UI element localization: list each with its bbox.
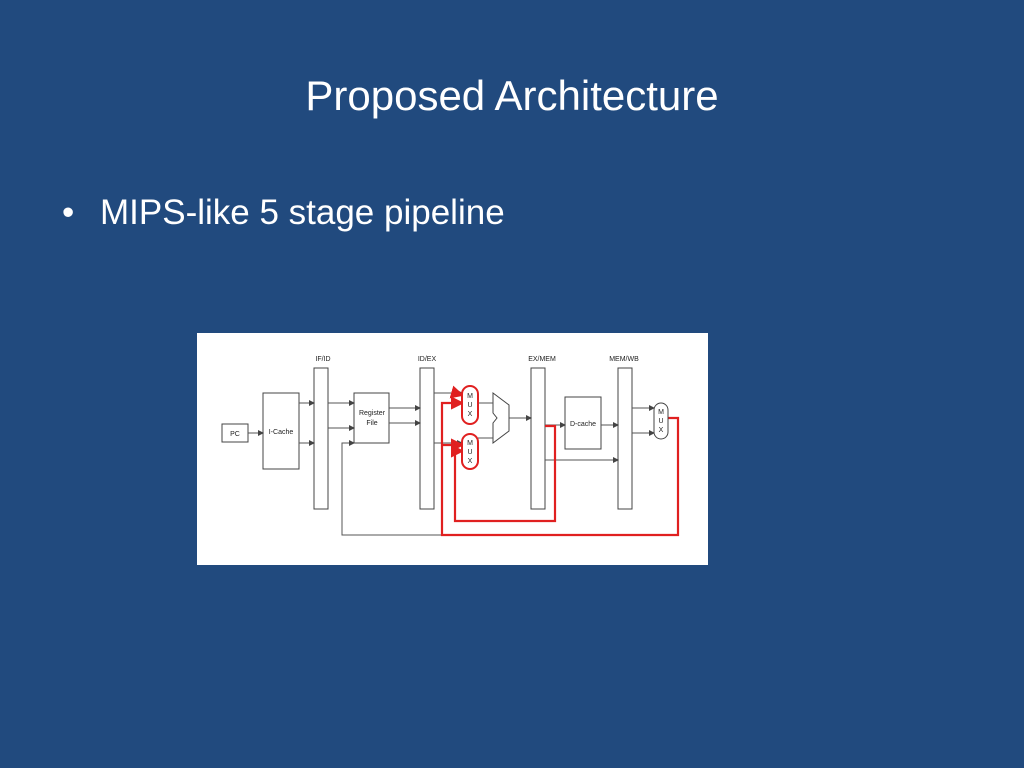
label-if-id: IF/ID <box>315 356 330 363</box>
bullet-text: MIPS-like 5 stage pipeline <box>100 193 505 232</box>
slide-title: Proposed Architecture <box>305 72 719 119</box>
mux-ex-b: M U X <box>461 433 479 470</box>
dcache-label: D-cache <box>570 421 596 428</box>
ex-mem-register <box>530 367 546 510</box>
alu-block <box>492 392 510 444</box>
label-ex-mem: EX/MEM <box>528 356 556 363</box>
label-mem-wb: MEM/WB <box>609 356 639 363</box>
mux-letter: M <box>658 409 664 416</box>
mux-ex-a: M U X <box>461 385 479 425</box>
if-id-register <box>313 367 329 510</box>
mux-letter: M <box>467 393 473 400</box>
mux-letter: U <box>658 418 663 425</box>
label-id-ex: ID/EX <box>418 356 437 363</box>
mux-letter: U <box>467 449 472 456</box>
icache-label: I-Cache <box>269 429 294 436</box>
bullet-list: • MIPS-like 5 stage pipeline <box>62 188 505 238</box>
pipeline-diagram: IF/ID ID/EX EX/MEM MEM/WB PC I-Cache Reg… <box>197 333 708 565</box>
mux-letter: X <box>468 411 473 418</box>
mux-letter: U <box>467 402 472 409</box>
datapath-wires <box>248 390 655 536</box>
dcache-block <box>564 396 602 450</box>
id-ex-register <box>419 367 435 510</box>
mux-letter: X <box>659 427 664 434</box>
bullet-item: • MIPS-like 5 stage pipeline <box>62 188 505 238</box>
mux-letter: M <box>467 440 473 447</box>
mem-wb-register <box>617 367 633 510</box>
bullet-marker: • <box>62 193 75 232</box>
register-file-label-1: Register <box>359 410 386 417</box>
pc-label: PC <box>230 431 240 438</box>
register-file-block <box>353 392 390 444</box>
mux-letter: X <box>468 458 473 465</box>
register-file-label-2: File <box>366 420 377 427</box>
mux-wb: M U X <box>653 402 669 440</box>
forwarding-paths <box>440 385 680 537</box>
icache-block <box>262 392 300 470</box>
